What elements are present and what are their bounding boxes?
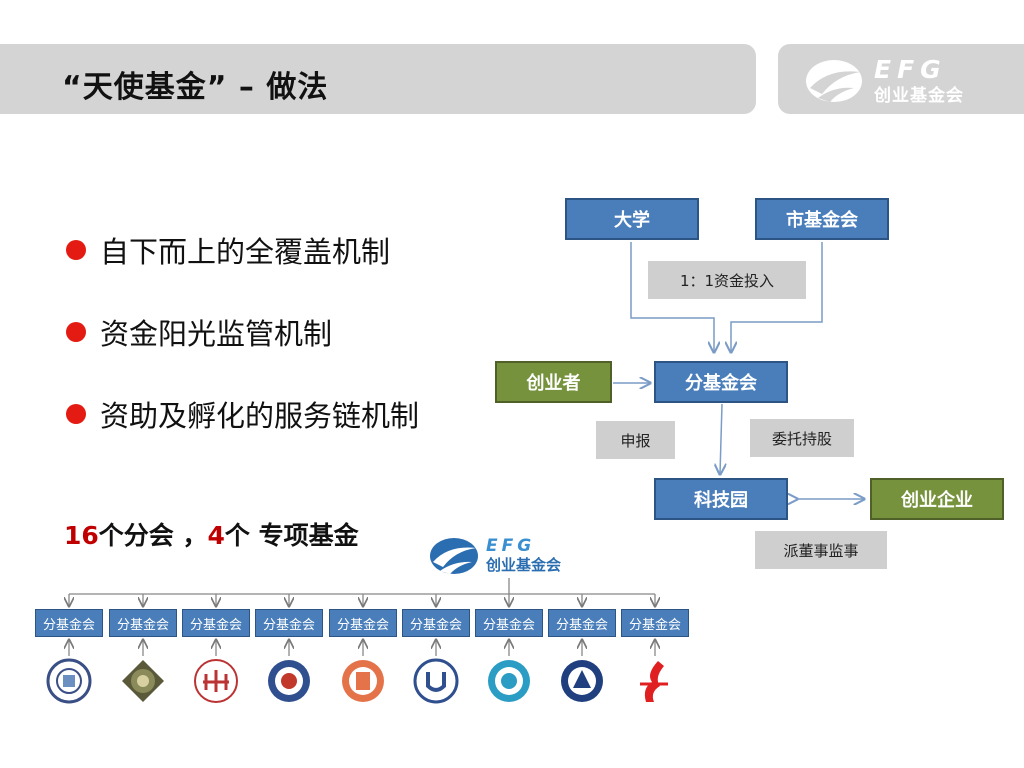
bullet-text: 资助及孵化的服务链机制: [100, 399, 420, 433]
university-emblem-icon: [640, 661, 668, 702]
logo-name-text: 创业基金会: [874, 86, 964, 106]
emblem-links: [69, 640, 655, 656]
bullet-text: 自下而上的全覆盖机制: [100, 235, 391, 269]
logo-efg-text: EFG: [874, 55, 947, 84]
branch-fund-box: 分基金会: [329, 609, 397, 637]
university-emblem-icon: [122, 660, 164, 702]
label-apply: 申报: [596, 421, 675, 459]
connector-branch-park: [720, 403, 722, 474]
node-branch-fund: 分基金会: [654, 361, 788, 403]
branch-fund-box: 分基金会: [402, 609, 470, 637]
label-entrust: 委托持股: [750, 419, 854, 457]
university-emblem-icon: [46, 658, 92, 704]
university-emblem-icon: [561, 660, 603, 702]
page-title: “天使基金” – 做法: [62, 70, 329, 105]
tree-root-efg: EFG: [486, 536, 536, 556]
branch-fund-box: 分基金会: [35, 609, 103, 637]
fund-count-text: 个 专项基金: [224, 521, 359, 550]
bullet-dot-icon: [66, 240, 86, 260]
efg-logo-icon: [806, 60, 862, 102]
branch-fund-box: 分基金会: [621, 609, 689, 637]
node-city-fund: 市基金会: [755, 198, 889, 240]
university-emblem-icon: [413, 658, 459, 704]
branch-fund-box: 分基金会: [475, 609, 543, 637]
title-bar: [0, 44, 756, 114]
label-ratio: 1：1资金投入: [648, 261, 806, 299]
bullet-item-1: 自下而上的全覆盖机制: [66, 230, 390, 270]
efg-small-logo-icon: [430, 538, 478, 574]
fund-count-number: 4: [207, 521, 225, 550]
node-entrepreneur: 创业者: [495, 361, 612, 403]
bullet-dot-icon: [66, 322, 86, 342]
university-emblem-icon: [342, 660, 384, 702]
tree-drops: [69, 594, 655, 606]
bullet-dot-icon: [66, 404, 86, 424]
node-tech-park: 科技园: [654, 478, 788, 520]
label-director: 派董事监事: [755, 531, 887, 569]
branch-count-text: 个分会 ，: [98, 521, 208, 550]
bullet-item-2: 资金阳光监管机制: [66, 312, 332, 352]
branch-count-line: 16个分会 ，4个 专项基金: [64, 516, 359, 552]
node-startup: 创业企业: [870, 478, 1004, 520]
branch-fund-box: 分基金会: [182, 609, 250, 637]
branch-fund-box: 分基金会: [548, 609, 616, 637]
tree-root-name: 创业基金会: [486, 556, 562, 574]
university-emblem-icon: [488, 660, 530, 702]
university-emblem-icon: [268, 660, 310, 702]
bullet-text: 资金阳光监管机制: [100, 317, 333, 351]
branch-count-number: 16: [64, 521, 99, 550]
branch-fund-box: 分基金会: [255, 609, 323, 637]
branch-fund-box: 分基金会: [109, 609, 177, 637]
university-emblem-icon: [194, 659, 238, 703]
node-university: 大学: [565, 198, 699, 240]
bullet-item-3: 资助及孵化的服务链机制: [66, 394, 419, 434]
